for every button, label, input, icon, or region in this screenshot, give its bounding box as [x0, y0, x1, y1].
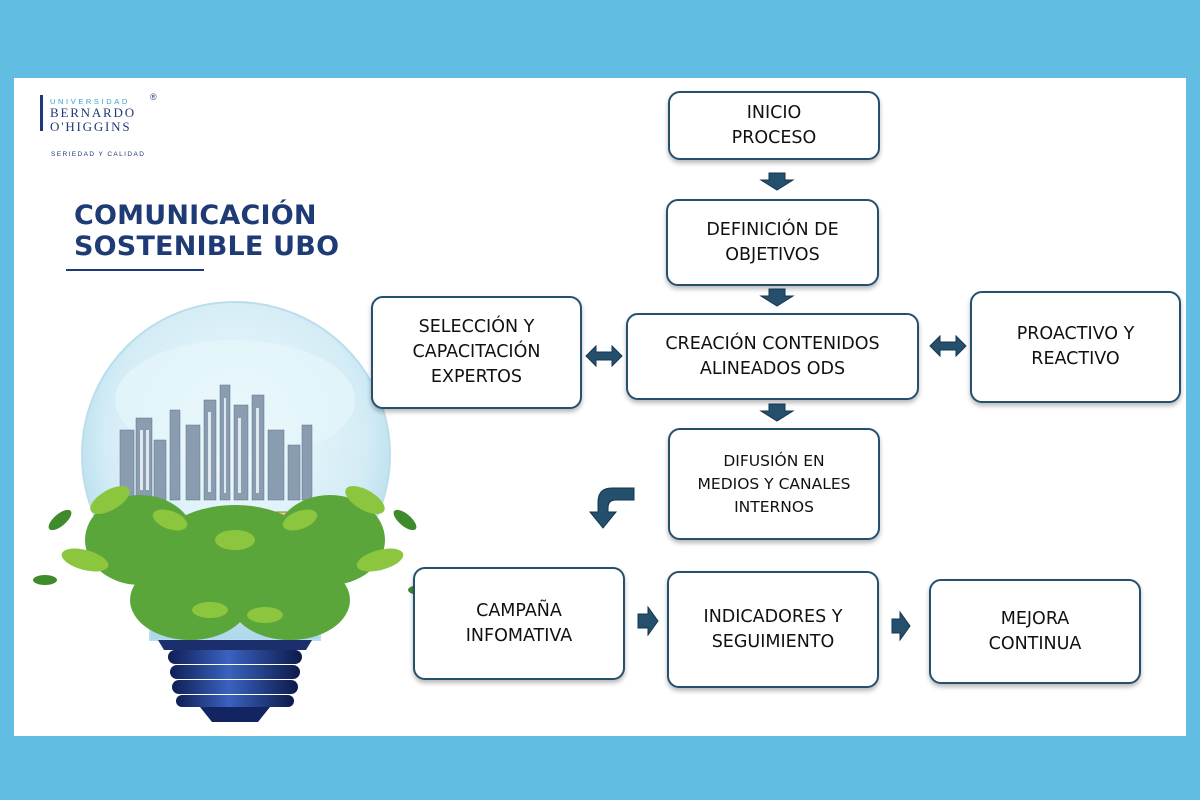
box-mejora-label: MEJORA CONTINUA	[988, 608, 1082, 654]
arrow-double-left	[585, 344, 623, 368]
title-line-1: COMUNICACIÓN	[74, 200, 317, 231]
box-indicadores-seguimiento: INDICADORES Y SEGUIMIENTO	[667, 571, 879, 688]
box-campana-informativa: CAMPAÑA INFOMATIVA	[413, 567, 625, 680]
box-mejora-continua: MEJORA CONTINUA	[929, 579, 1141, 684]
box-inicio-label: INICIO PROCESO	[731, 102, 817, 148]
arrow-down-3	[759, 403, 795, 422]
arrow-right-1	[637, 605, 659, 637]
title-underline	[66, 269, 204, 271]
logo-bar	[40, 95, 43, 131]
box-seleccion-label: SELECCIÓN Y CAPACITACIÓN EXPERTOS	[412, 317, 541, 387]
logo-tagline: SERIEDAD Y CALIDAD	[51, 151, 146, 158]
arrow-double-right	[929, 334, 967, 358]
box-proactivo-reactivo: PROACTIVO Y REACTIVO	[970, 291, 1181, 403]
arrow-down-2	[759, 288, 795, 307]
box-definicion-objetivos: DEFINICIÓN DE OBJETIVOS	[666, 199, 879, 286]
logo-line-2: BERNARDO	[50, 105, 136, 120]
logo-line-1: UNIVERSIDAD	[50, 97, 130, 106]
page-title: COMUNICACIÓN SOSTENIBLE UBO	[74, 200, 339, 262]
box-proactivo-label: PROACTIVO Y REACTIVO	[1016, 324, 1135, 369]
box-creacion-label: CREACIÓN CONTENIDOS ALINEADOS ODS	[665, 333, 880, 379]
arrow-down-1	[759, 172, 795, 191]
title-line-2: SOSTENIBLE UBO	[74, 231, 340, 262]
registered-mark: ®	[150, 92, 157, 102]
box-inicio-proceso: INICIO PROCESO	[668, 91, 880, 160]
box-indicadores-label: INDICADORES Y SEGUIMIENTO	[703, 606, 843, 652]
box-creacion-contenidos: CREACIÓN CONTENIDOS ALINEADOS ODS	[626, 313, 919, 400]
box-difusion-label: DIFUSIÓN EN MEDIOS Y CANALES INTERNOS	[697, 451, 851, 516]
arrow-right-2	[891, 610, 911, 642]
arrow-curved	[588, 487, 635, 529]
ubo-logo: UNIVERSIDAD BERNARDO O'HIGGINS ® SERIEDA…	[40, 92, 160, 165]
box-seleccion-expertos: SELECCIÓN Y CAPACITACIÓN EXPERTOS	[371, 296, 582, 409]
logo-line-3: O'HIGGINS	[50, 119, 132, 134]
box-campana-label: CAMPAÑA INFOMATIVA	[465, 600, 573, 646]
box-definicion-label: DEFINICIÓN DE OBJETIVOS	[706, 219, 839, 265]
box-difusion-medios: DIFUSIÓN EN MEDIOS Y CANALES INTERNOS	[668, 428, 880, 540]
